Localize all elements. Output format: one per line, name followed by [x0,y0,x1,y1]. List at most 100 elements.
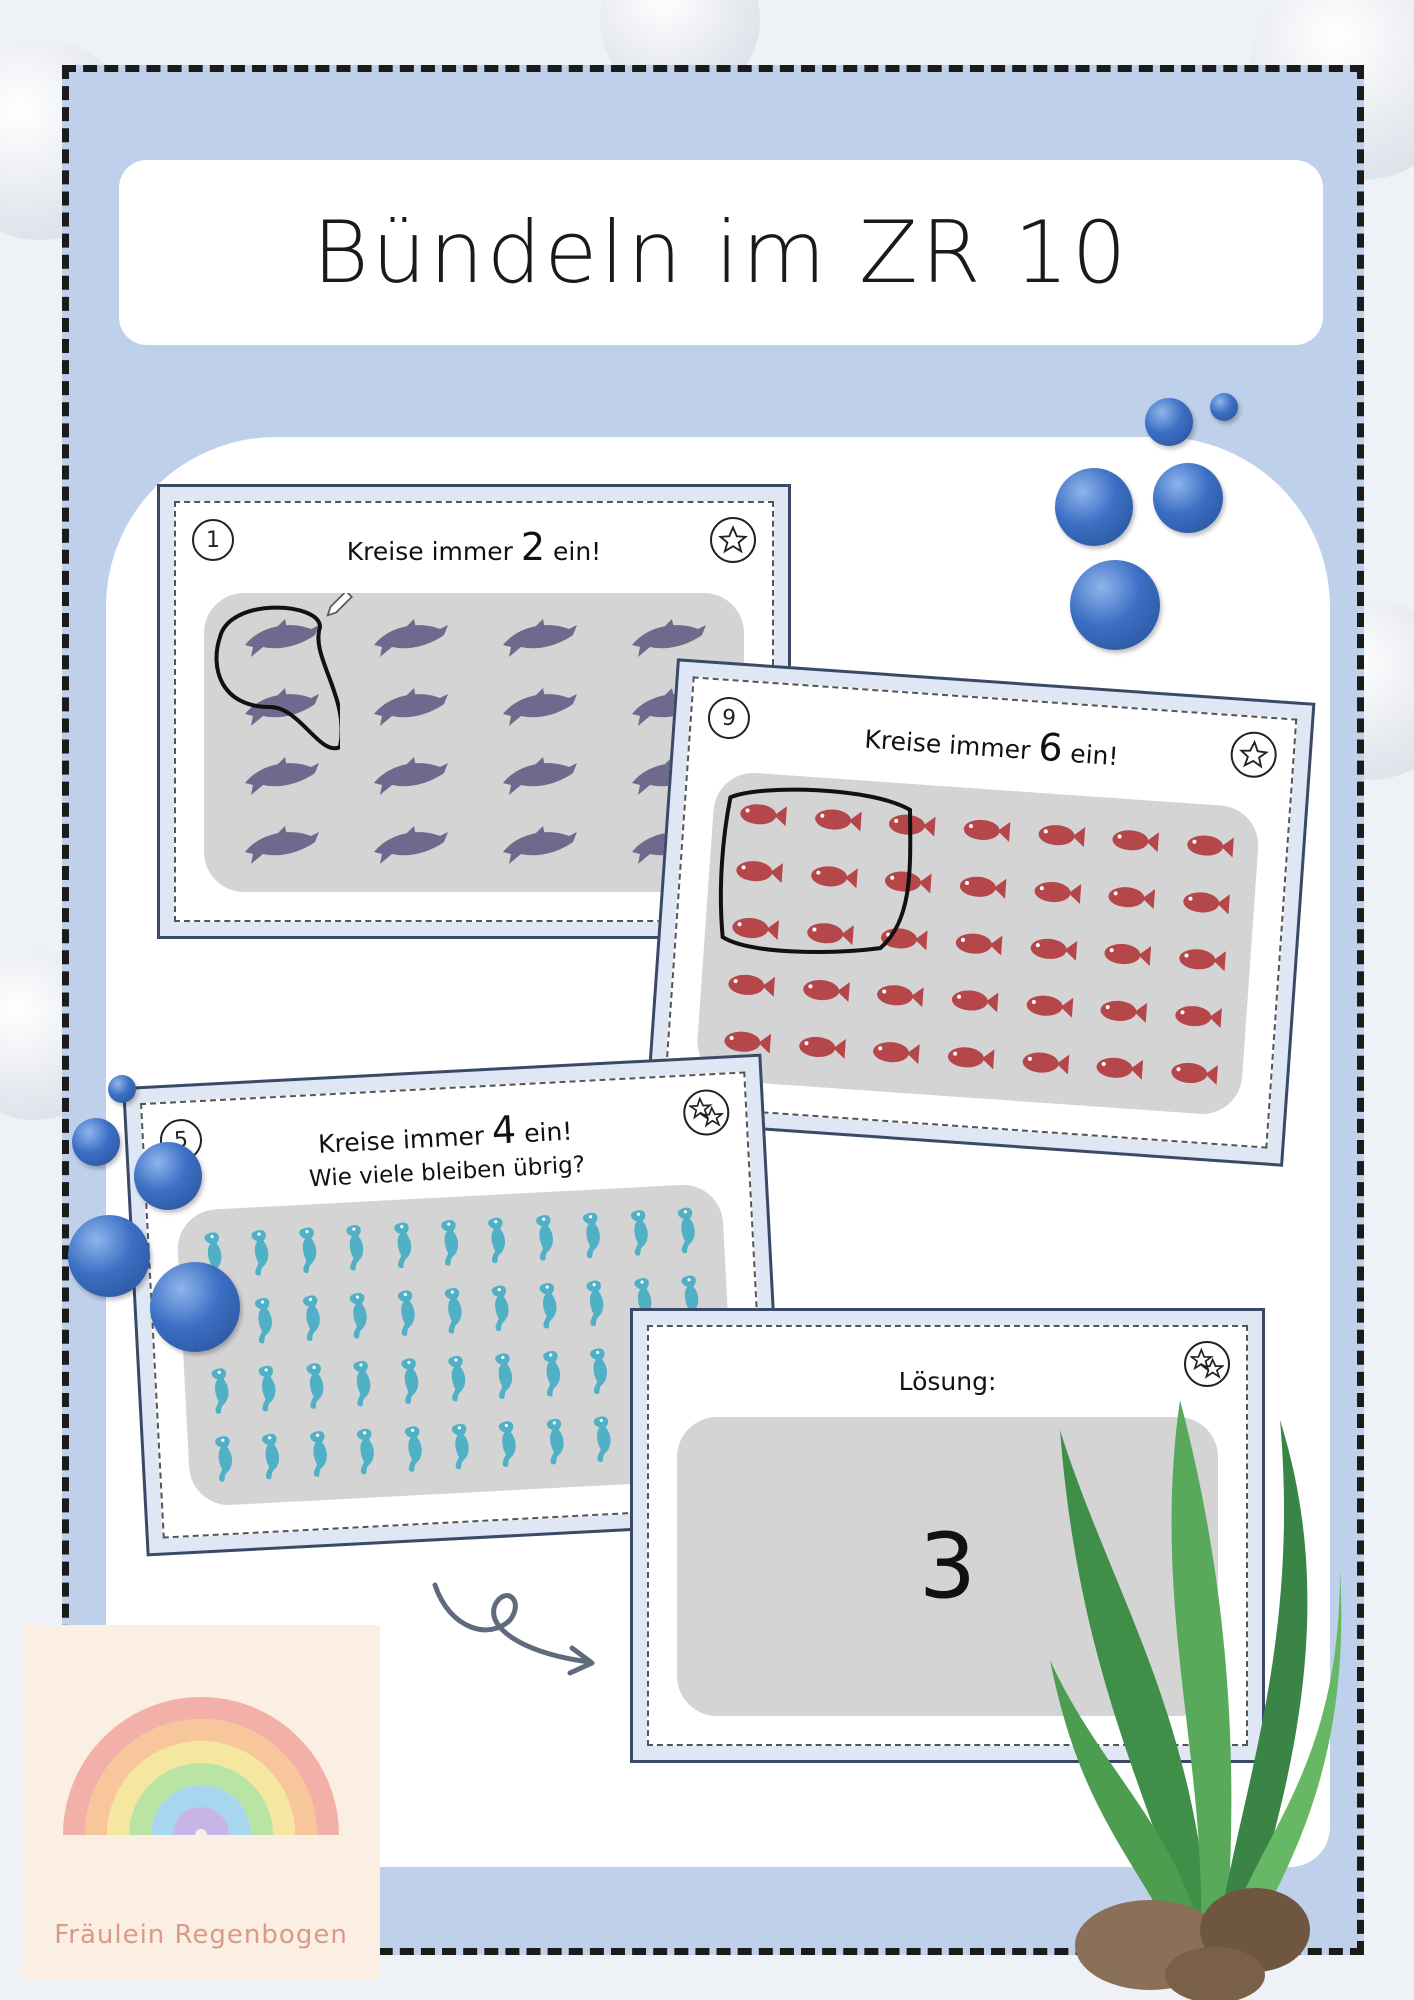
seahorse-icon [480,1341,531,1411]
fish-icon [794,845,872,907]
seahorse-icon [524,1271,575,1341]
seaweed-illustration [1050,1400,1342,2000]
two-stars-icon [1184,1341,1230,1387]
fish-icon [1021,804,1099,866]
seahorse-icon [188,1220,239,1290]
fish-icon [1158,985,1236,1047]
bubble-decoration [1055,468,1133,546]
dolphin-icon [216,605,345,674]
seahorse-icon [290,1351,341,1421]
fish-icon [790,902,868,964]
seahorse-icon [283,1215,334,1285]
two-stars-icon [682,1088,731,1137]
fish-icon [1162,928,1240,990]
seahorse-icon [287,1283,338,1353]
dolphin-icon [345,811,474,880]
fish-icon [943,856,1021,918]
fish-icon [860,964,938,1026]
fish-icon [1087,923,1165,985]
fish-icon [1091,866,1169,928]
fish-icon [864,907,942,969]
seahorse-icon [476,1273,527,1343]
dolphin-icon [474,743,603,812]
bundle-size: 6 [1037,724,1065,771]
bubble-decoration [1210,393,1238,421]
page-title: Bündeln im ZR 10 [312,202,1130,303]
seahorse-icon [578,1404,629,1474]
card-instruction: Kreise immer 2 ein! [346,525,602,569]
fish-icon [1166,871,1244,933]
dolphin-icon [345,743,474,812]
circled-group-outline [718,787,913,954]
seahorse-icon [432,1344,483,1414]
fish-icon [786,959,864,1021]
seahorse-icon [239,1286,290,1356]
dolphin-icon [603,605,732,674]
fish-icon [719,840,797,902]
pencil-icon [326,593,353,617]
seahorse-icon [195,1356,246,1426]
brand-logo: Fräulein Regenbogen [22,1625,380,1980]
seahorse-icon [662,1195,713,1265]
task-card-1: 1 Kreise immer 2 ein! [157,484,791,939]
task-card-9: 9 Kreise immer 6 ein! [644,658,1316,1167]
seahorse-icon [236,1218,287,1288]
fish-icon [1017,861,1095,923]
seahorse-icon [341,1417,392,1487]
fish-icon [872,793,950,855]
dolphin-icon [474,674,603,743]
fish-play-area [694,770,1261,1117]
card-instruction: Kreise immer 6 ein! [863,724,1120,772]
seahorse-icon [567,1200,618,1270]
brand-name: Fräulein Regenbogen [54,1920,348,1950]
seahorse-icon [520,1203,571,1273]
fish-icon [1083,980,1161,1042]
dolphin-icon [474,605,603,674]
seahorse-icon [381,1278,432,1348]
dolphin-icon [216,743,345,812]
dolphin-icon [345,674,474,743]
title-banner: Bündeln im ZR 10 [119,160,1323,345]
dolphin-icon [216,811,345,880]
fish-icon [947,799,1025,861]
star-icon [1229,730,1279,780]
task-number: 1 [192,519,234,561]
fish-icon [723,783,801,845]
fish-icon [798,788,876,850]
seahorse-icon [615,1198,666,1268]
bubble-decoration [150,1262,240,1352]
seahorse-icon [378,1210,429,1280]
fish-icon [782,1016,860,1078]
seahorse-icon [531,1407,582,1477]
seahorse-icon [338,1349,389,1419]
bubble-decoration [1070,560,1160,650]
seahorse-icon [571,1268,622,1338]
seahorse-icon [436,1412,487,1482]
seahorse-icon [199,1424,250,1494]
dolphin-play-area [204,593,744,892]
seahorse-icon [385,1346,436,1416]
curly-arrow-icon [432,1582,595,1676]
solution-label: Lösung: [898,1367,997,1396]
star-icon [710,517,756,563]
card-inner: 9 Kreise immer 6 ein! [662,676,1298,1149]
seahorse-icon [527,1339,578,1409]
fish-icon [1095,809,1173,871]
seahorse-icon [575,1336,626,1406]
bubble-decoration [134,1142,202,1210]
fish-icon [712,954,790,1016]
fish-icon [935,969,1013,1031]
seahorse-icon [425,1208,476,1278]
seahorse-icon [473,1205,524,1275]
fish-icon [868,850,946,912]
fish-icon [1005,1031,1083,1093]
seahorse-icon [429,1276,480,1346]
solution-value: 3 [918,1514,977,1619]
bubble-decoration [68,1215,150,1297]
solution-card: Lösung: 3 [630,1308,1265,1763]
bubble-decoration [1153,463,1223,533]
seahorse-icon [389,1414,440,1484]
fish-icon [1013,918,1091,980]
fish-icon [856,1021,934,1083]
fish-icon [931,1026,1009,1088]
